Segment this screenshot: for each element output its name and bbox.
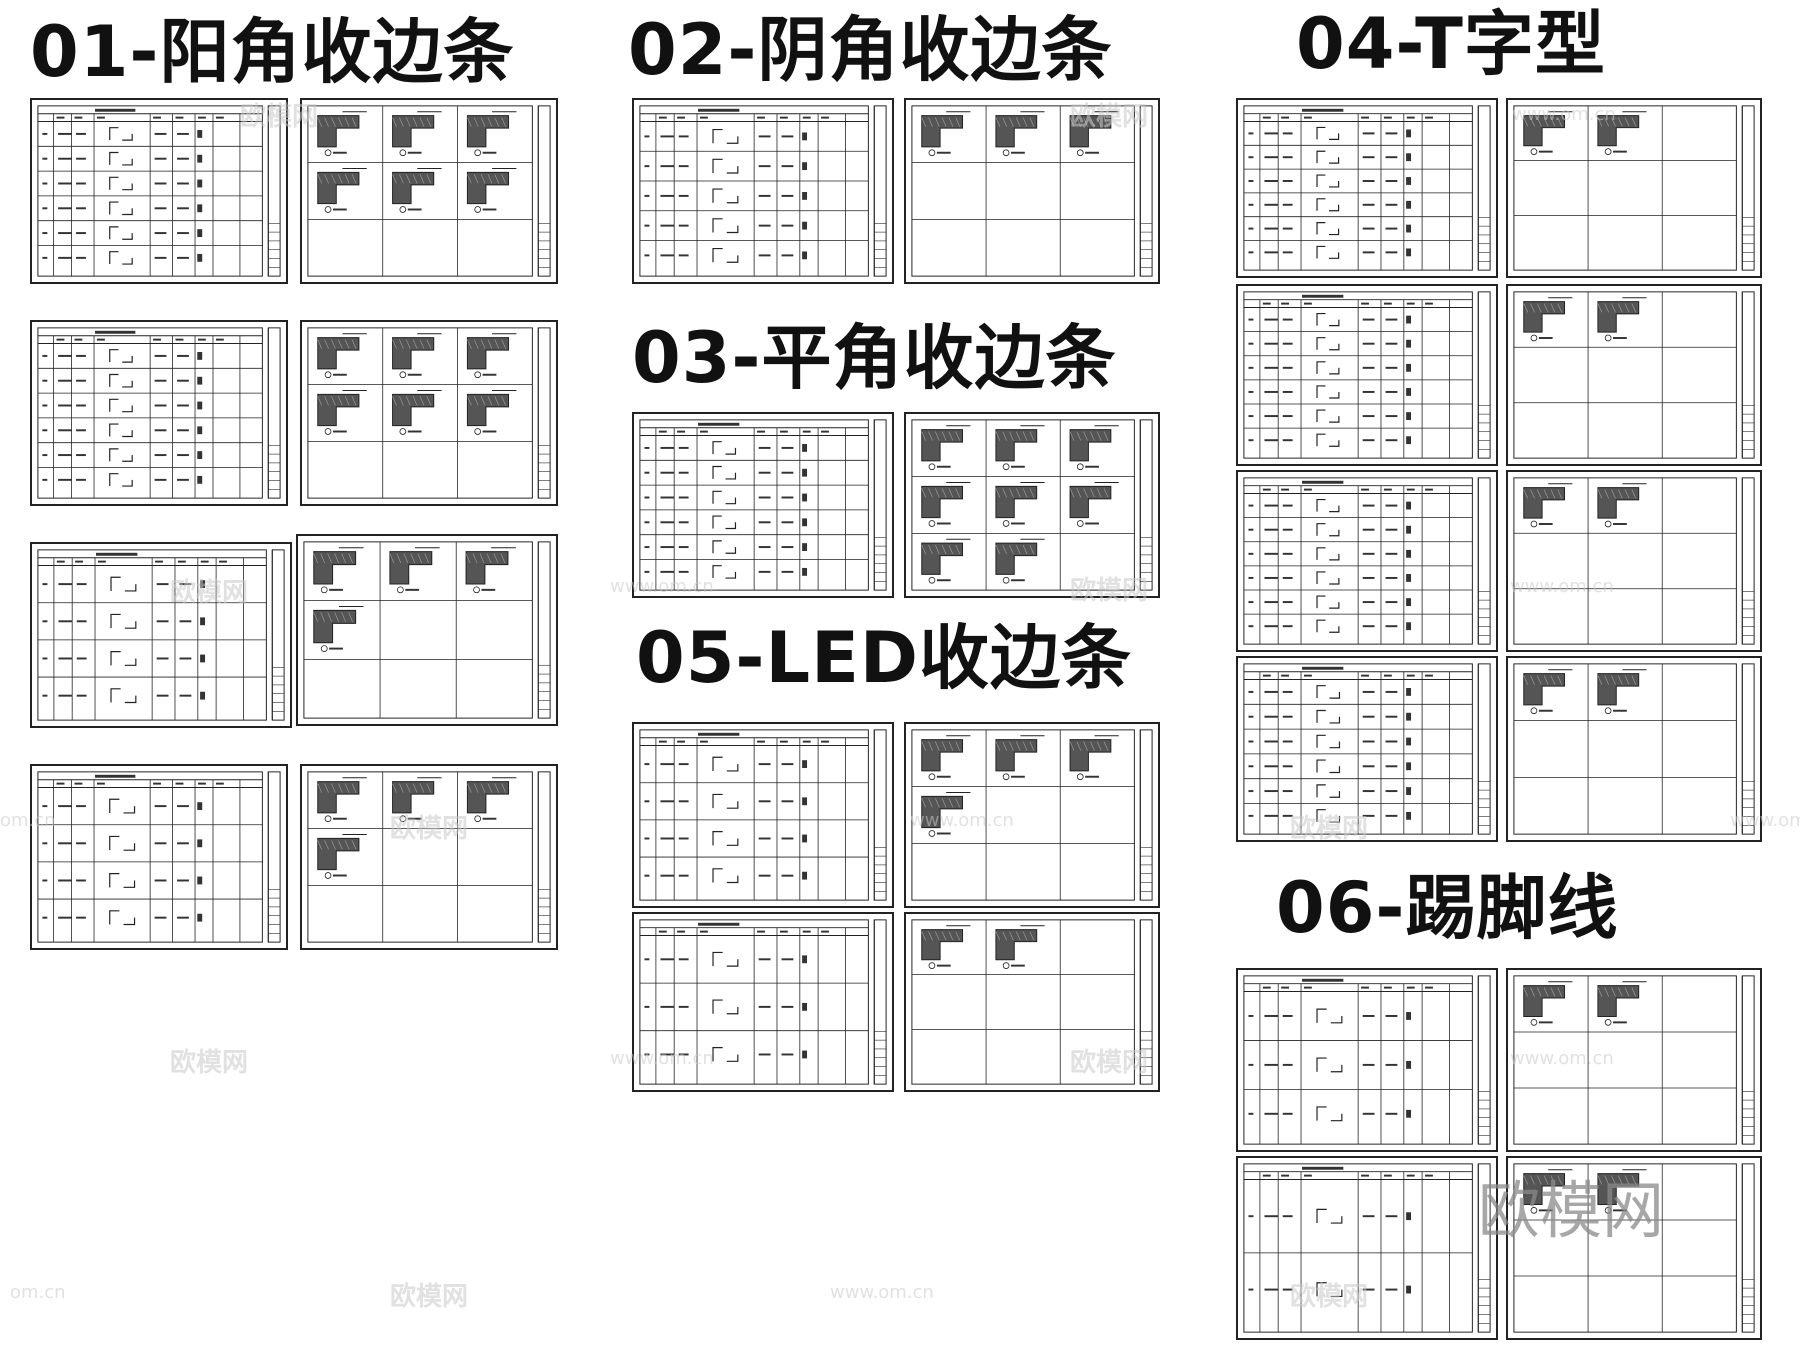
- spec-table-sheet: [632, 912, 894, 1092]
- watermark-url: www.om.cn: [610, 1048, 714, 1069]
- section-detail-sheet: [1506, 98, 1762, 278]
- section-detail-sheet: [904, 412, 1160, 598]
- drawing-sheet-lines: [911, 919, 1153, 1085]
- watermark-url: www.om.cn: [1730, 810, 1800, 831]
- spec-table-sheet: [1236, 656, 1498, 842]
- drawing-sheet-lines: [1243, 1163, 1491, 1333]
- drawing-sheet-lines: [639, 729, 887, 901]
- watermark-brand: 欧模网: [1290, 1282, 1369, 1312]
- drawing-sheet-lines: [307, 771, 551, 943]
- drawing-sheet-lines: [1243, 477, 1491, 645]
- heading-06: 06-踢脚线: [1276, 867, 1619, 949]
- drawing-sheet-lines: [1243, 975, 1491, 1145]
- watermark-brand: 欧模网: [240, 102, 319, 132]
- drawing-sheet-lines: [37, 771, 281, 943]
- drawing-sheet-lines: [911, 105, 1153, 277]
- drawing-sheet-lines: [1243, 663, 1491, 835]
- heading-04: 04-T字型: [1296, 3, 1606, 85]
- section-detail-sheet: [1506, 656, 1762, 842]
- section-detail-sheet: [300, 320, 558, 506]
- drawing-sheet-lines: [307, 105, 551, 277]
- section-detail-sheet: [300, 764, 558, 950]
- watermark-brand: 欧模网: [1070, 576, 1149, 606]
- spec-table-sheet: [30, 542, 292, 728]
- drawing-sheet-lines: [639, 919, 887, 1085]
- section-detail-sheet: [300, 98, 558, 284]
- spec-table-sheet: [30, 320, 288, 506]
- heading-01: 01-阳角收边条: [30, 11, 515, 93]
- watermark-brand: 欧模网: [1290, 814, 1369, 844]
- heading-02: 02-阴角收边条: [628, 9, 1113, 91]
- watermark-brand: 欧模网: [170, 578, 249, 608]
- drawing-sheet-lines: [303, 541, 551, 719]
- drawing-sheet-lines: [1513, 477, 1755, 645]
- drawing-sheet-lines: [1513, 1163, 1755, 1333]
- drawing-sheet-lines: [639, 419, 887, 591]
- drawing-sheet-lines: [911, 729, 1153, 901]
- section-detail-sheet: [1506, 1156, 1762, 1340]
- watermark-url: www.om.cn: [1510, 576, 1614, 597]
- watermark-url: www.om.cn: [830, 1282, 934, 1303]
- drawing-sheet-lines: [37, 549, 285, 721]
- drawing-sheet-lines: [1513, 975, 1755, 1145]
- drawing-sheet-lines: [37, 105, 281, 277]
- drawing-sheet-lines: [1243, 105, 1491, 271]
- drawing-sheet-lines: [37, 327, 281, 499]
- drawing-sheet-lines: [1513, 105, 1755, 271]
- drawing-sheet-lines: [1243, 291, 1491, 459]
- spec-table-sheet: [30, 764, 288, 950]
- section-detail-sheet: [904, 722, 1160, 908]
- spec-table-sheet: [30, 98, 288, 284]
- section-detail-sheet: [904, 98, 1160, 284]
- watermark-brand-large: 欧模网: [1478, 1174, 1665, 1247]
- heading-03: 03-平角收边条: [632, 317, 1117, 399]
- watermark-url: www.om.cn: [910, 810, 1014, 831]
- section-detail-sheet: [1506, 968, 1762, 1152]
- watermark-brand: 欧模网: [1070, 102, 1149, 132]
- heading-05: 05-LED收边条: [636, 617, 1132, 699]
- spec-table-sheet: [1236, 470, 1498, 652]
- watermark-brand: 欧模网: [390, 814, 469, 844]
- section-detail-sheet: [296, 534, 558, 726]
- drawing-sheet-lines: [307, 327, 551, 499]
- watermark-url: www.om.cn: [610, 576, 714, 597]
- watermark-url-short: om.cn: [0, 810, 56, 831]
- spec-table-sheet: [1236, 284, 1498, 466]
- spec-table-sheet: [1236, 98, 1498, 278]
- watermark-url: www.om.cn: [1510, 1048, 1614, 1069]
- section-detail-sheet: [1506, 470, 1762, 652]
- section-detail-sheet: [904, 912, 1160, 1092]
- watermark-url-short: om.cn: [10, 1282, 66, 1303]
- watermark-brand: 欧模网: [170, 1048, 249, 1078]
- spec-table-sheet: [1236, 1156, 1498, 1340]
- drawing-sheet-lines: [1513, 291, 1755, 459]
- spec-table-sheet: [632, 412, 894, 598]
- section-detail-sheet: [1506, 284, 1762, 466]
- drawing-sheet-lines: [639, 105, 887, 277]
- watermark-url: www.om.cn: [1512, 104, 1616, 125]
- drawing-sheet-lines: [1513, 663, 1755, 835]
- spec-table-sheet: [632, 722, 894, 908]
- spec-table-sheet: [1236, 968, 1498, 1152]
- watermark-brand: 欧模网: [390, 1282, 469, 1312]
- drawing-sheet-lines: [911, 419, 1153, 591]
- watermark-brand: 欧模网: [1070, 1048, 1149, 1078]
- spec-table-sheet: [632, 98, 894, 284]
